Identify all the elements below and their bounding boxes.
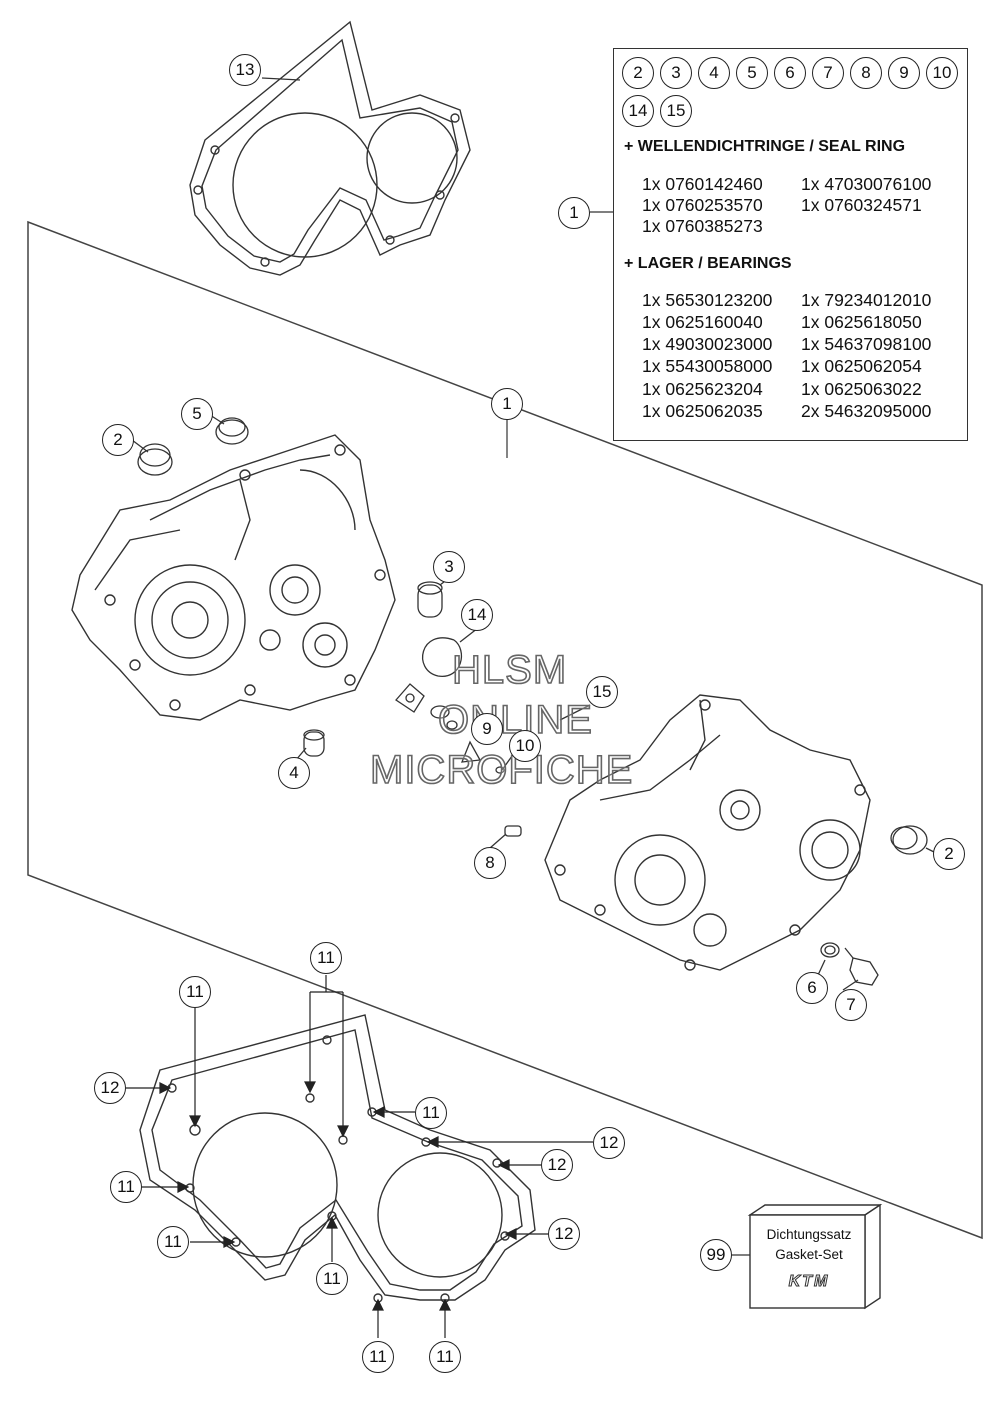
seal-part-l3: 1x 0760385273 xyxy=(642,216,763,236)
callout-13: 13 xyxy=(229,54,261,86)
gasket-set-line2: Gasket-Set xyxy=(775,1247,843,1262)
callout-99: 99 xyxy=(700,1239,732,1271)
kit-num-7: 7 xyxy=(812,57,844,89)
gasket-bottom-leaders xyxy=(126,975,593,1338)
kit-num-5: 5 xyxy=(736,57,768,89)
callout-15: 15 xyxy=(586,676,618,708)
crankcase-left-half xyxy=(71,434,396,721)
kit-num-10: 10 xyxy=(926,57,958,89)
leader-13 xyxy=(261,77,301,81)
callout-11-bottom-left: 11 xyxy=(362,1341,394,1373)
bearing-part-l3: 1x 49030023000 xyxy=(642,334,773,354)
callout-10: 10 xyxy=(509,730,541,762)
callout-12-right-lower: 12 xyxy=(548,1218,580,1250)
callout-12-right-upper: 12 xyxy=(593,1127,625,1159)
seal-part-l1: 1x 0760142460 xyxy=(642,174,763,194)
callout-11-bottom-right: 11 xyxy=(429,1341,461,1373)
callout-9: 9 xyxy=(471,713,503,745)
callout-1-infobox: 1 xyxy=(558,197,590,229)
callout-11-right-upper: 11 xyxy=(415,1097,447,1129)
kit-num-6: 6 xyxy=(774,57,806,89)
crankcase-gasket-top xyxy=(189,20,471,276)
bearing-part-l1: 1x 56530123200 xyxy=(642,290,773,310)
ktm-logo: KTM xyxy=(788,1273,830,1291)
callout-14: 14 xyxy=(461,599,493,631)
callout-12-left: 12 xyxy=(94,1072,126,1104)
callout-5: 5 xyxy=(181,398,213,430)
gasket-set-line1: Dichtungssatz xyxy=(766,1227,852,1242)
callout-4: 4 xyxy=(278,757,310,789)
gasket-set-label: Dichtungssatz Gasket-Set KTM xyxy=(750,1205,868,1307)
bearing-part-l5: 1x 0625623204 xyxy=(642,379,763,399)
bearing-part-r1: 1x 79234012010 xyxy=(801,290,932,310)
gasket-set-package xyxy=(747,1203,883,1310)
kit-num-14: 14 xyxy=(622,95,654,127)
assembly-frame xyxy=(27,220,983,1240)
seal-part-l2: 1x 0760253570 xyxy=(642,195,763,215)
callout-8: 8 xyxy=(474,847,506,879)
kit-num-2: 2 xyxy=(622,57,654,89)
watermark-line3: MICROFICHE xyxy=(369,747,634,793)
callout-6: 6 xyxy=(796,972,828,1004)
callout-11-center-lower: 11 xyxy=(316,1263,348,1295)
bearing-part-l2: 1x 0625160040 xyxy=(642,312,763,332)
callout-11-top-center: 11 xyxy=(310,942,342,974)
callout-11-left-lower: 11 xyxy=(157,1226,189,1258)
bearing-part-r4: 1x 0625062054 xyxy=(801,356,922,376)
kit-num-9: 9 xyxy=(888,57,920,89)
kit-num-3: 3 xyxy=(660,57,692,89)
bearing-part-l6: 1x 0625062035 xyxy=(642,401,763,421)
callout-2-right: 2 xyxy=(933,838,965,870)
callout-2-left: 2 xyxy=(102,424,134,456)
kit-contents-box: 2 3 4 5 6 7 8 9 10 14 15 + WELLENDICHTRI… xyxy=(613,48,968,441)
kit-num-15: 15 xyxy=(660,95,692,127)
seal-ring-header: + WELLENDICHTRINGE / SEAL RING xyxy=(624,138,906,155)
callout-1: 1 xyxy=(491,388,523,420)
callout-3: 3 xyxy=(433,551,465,583)
kit-num-4: 4 xyxy=(698,57,730,89)
watermark-line1: HLSM xyxy=(451,647,568,693)
kit-num-8: 8 xyxy=(850,57,882,89)
callout-7: 7 xyxy=(835,989,867,1021)
crankcase-gasket-bottom xyxy=(139,1014,536,1303)
callout-11-top-left: 11 xyxy=(179,976,211,1008)
bearing-part-r2: 1x 0625618050 xyxy=(801,312,922,332)
seal-part-r1: 1x 47030076100 xyxy=(801,174,932,194)
seal-part-r2: 1x 0760324571 xyxy=(801,195,922,215)
bearing-part-r6: 2x 54632095000 xyxy=(801,401,932,421)
bearing-part-r3: 1x 54637098100 xyxy=(801,334,932,354)
callout-11-left-mid: 11 xyxy=(110,1171,142,1203)
crankcase-right-half xyxy=(544,694,871,971)
bearings-header: + LAGER / BEARINGS xyxy=(624,255,792,272)
callout-12-right-mid: 12 xyxy=(541,1149,573,1181)
bearing-part-r5: 1x 0625063022 xyxy=(801,379,922,399)
bearing-part-l4: 1x 55430058000 xyxy=(642,356,773,376)
